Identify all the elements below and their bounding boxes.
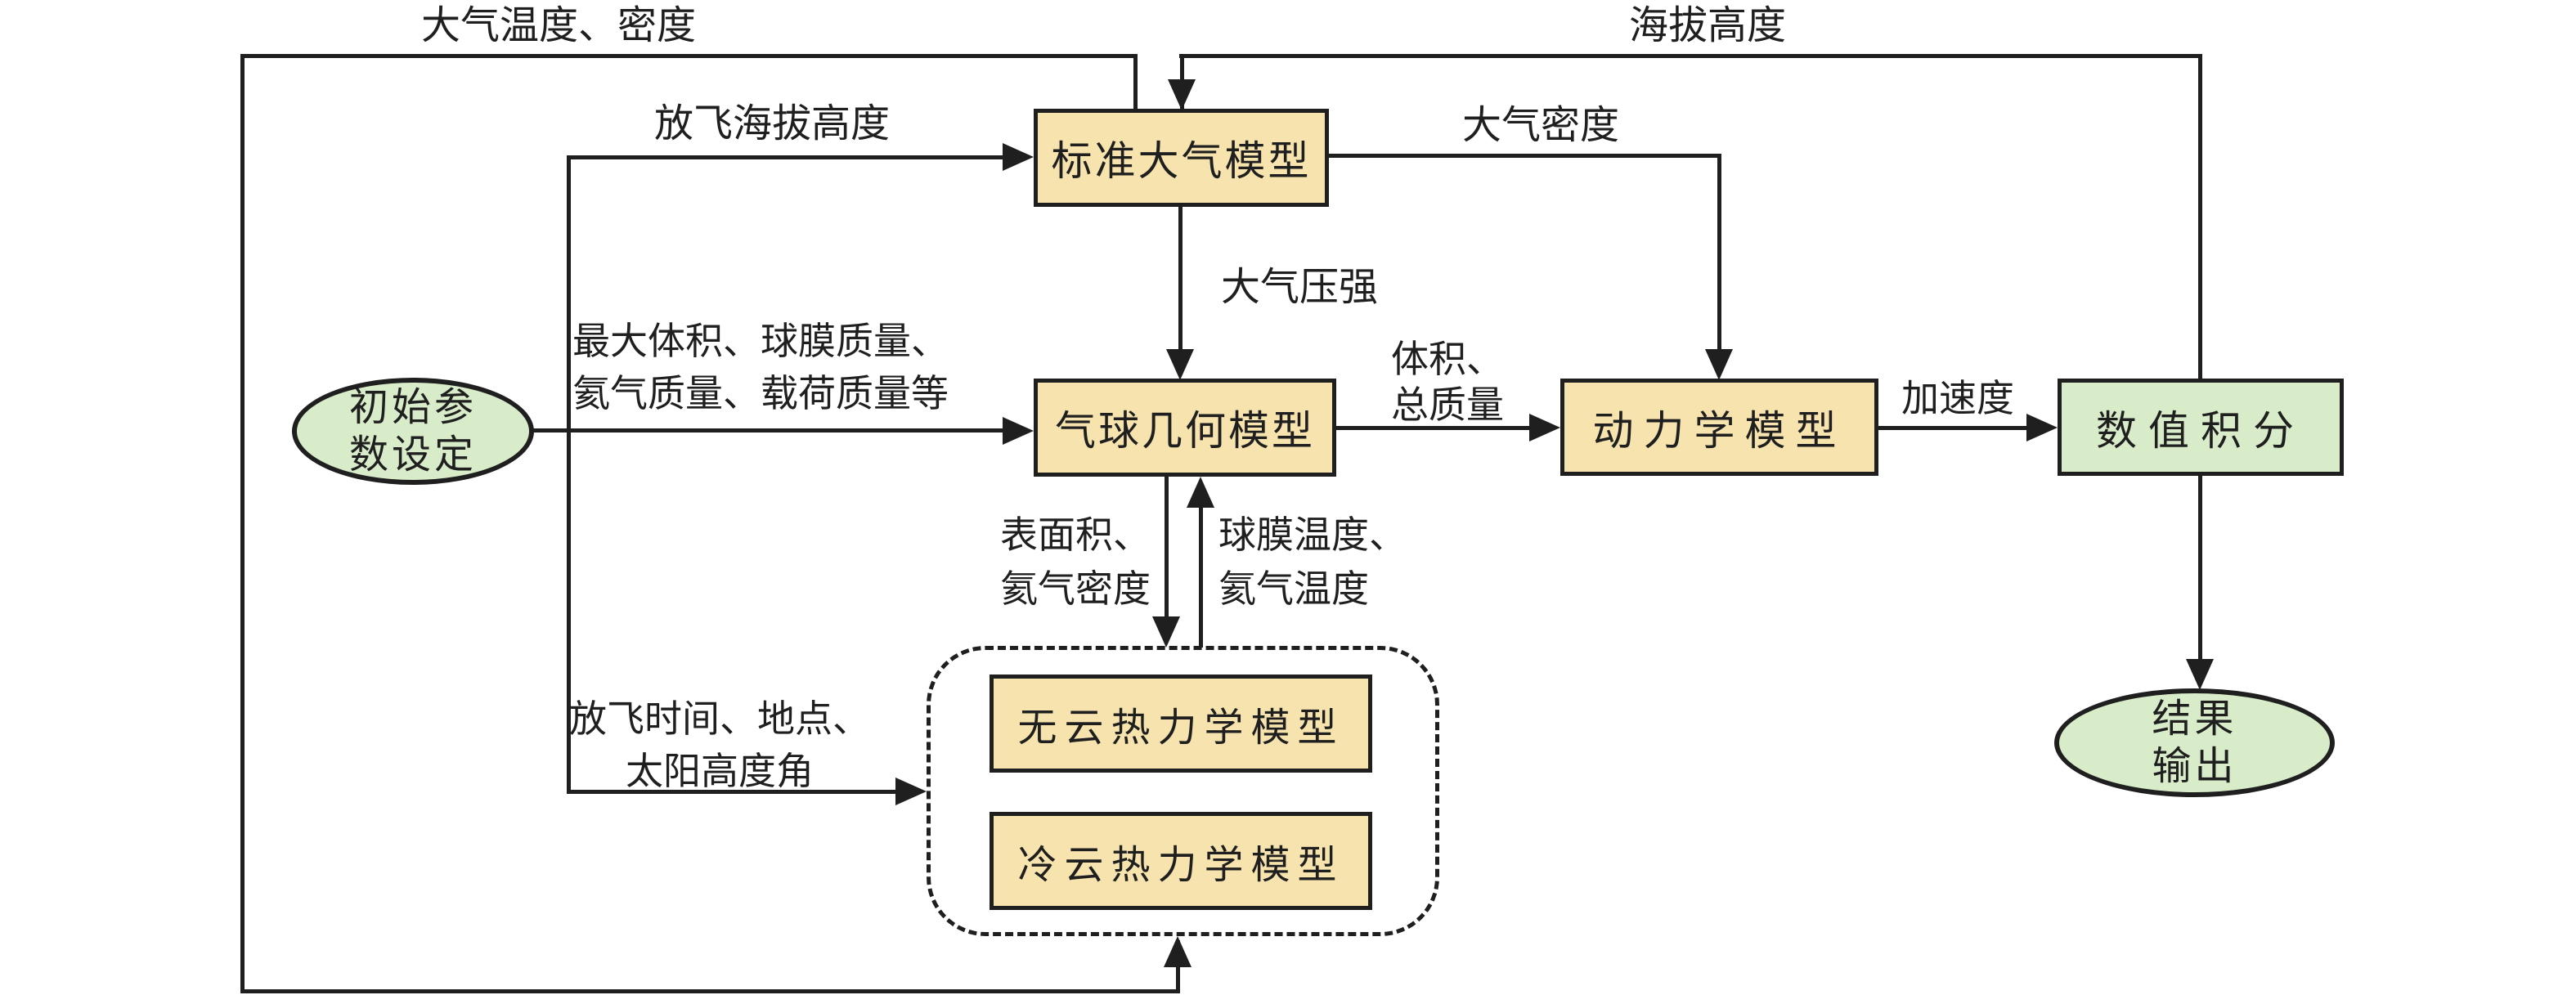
node-standard-atmosphere: 标准大气模型	[1034, 109, 1329, 207]
label-launch-altitude: 放飞海拔高度	[654, 102, 891, 146]
node-balloon-geometry: 气球几何模型	[1034, 379, 1336, 477]
edge-film-temp-up-line	[1199, 503, 1203, 648]
arrowhead-into-integration-left	[2026, 414, 2058, 441]
label-acceleration: 加速度	[1901, 378, 2014, 419]
edge-left-loop-line	[240, 54, 245, 993]
node-result-output-line2: 输出	[2152, 744, 2237, 788]
edge-volume-line	[1336, 426, 1537, 430]
label-film-temp-line1: 球膜温度、	[1218, 514, 1407, 556]
edge-integration-up-line	[2198, 54, 2202, 379]
node-initial-params-line2: 数设定	[348, 433, 477, 477]
node-dynamics: 动力学模型	[1560, 379, 1878, 476]
edge-altitude-top-line	[1179, 54, 2202, 58]
edge-std-atm-output-up-line	[1133, 54, 1138, 111]
edge-launch-altitude-line	[567, 155, 1012, 159]
label-surface-line1: 表面积、	[1000, 514, 1151, 556]
edge-acceleration-line	[1878, 426, 2030, 430]
edge-init-to-geometry-line	[532, 428, 1014, 433]
label-volume-line2: 总质量	[1391, 384, 1504, 426]
label-launch-time-line1: 放飞时间、地点、	[569, 698, 870, 740]
arrowhead-into-std-atm-top	[1168, 79, 1196, 110]
node-result-output: 结果 输出	[2054, 688, 2335, 797]
arrowhead-into-thermo-left	[895, 778, 927, 805]
edge-branch-vertical-line	[567, 155, 571, 793]
label-surface-helium: 表面积、 氦气密度	[936, 509, 1151, 616]
arrowhead-into-dynamics-left	[1529, 414, 1560, 441]
thermo-group-container	[927, 646, 1439, 936]
edge-atm-pressure-line	[1178, 207, 1183, 354]
arrowhead-into-geometry-top	[1166, 349, 1194, 380]
arrowhead-into-thermo-top	[1152, 616, 1180, 648]
arrowhead-into-result	[2186, 659, 2214, 690]
edge-bottom-loop-line	[240, 989, 1180, 993]
arrowhead-into-geometry-left	[1003, 417, 1034, 445]
node-numerical-integration: 数值积分	[2058, 379, 2344, 476]
label-volume-line1: 体积、	[1391, 338, 1504, 380]
label-max-volume-line1: 最大体积、球膜质量、	[572, 320, 949, 362]
node-cloudless-thermo: 无云热力学模型	[990, 675, 1372, 773]
label-atm-pressure: 大气压强	[1221, 266, 1379, 309]
label-atm-temp-density: 大气温度、密度	[421, 4, 697, 47]
label-volume-mass: 体积、 总质量	[1349, 337, 1546, 428]
node-cold-cloud-thermo: 冷云热力学模型	[990, 812, 1372, 910]
edge-surface-down-line	[1165, 477, 1169, 620]
node-initial-params-line1: 初始参	[348, 385, 477, 429]
label-launch-time-line2: 太阳高度角	[626, 751, 814, 792]
arrowhead-into-std-atm-left	[1003, 143, 1034, 171]
arrowhead-into-dynamics-top	[1705, 349, 1733, 380]
edge-integration-down-line	[2198, 476, 2202, 664]
label-film-temp: 球膜温度、 氦气温度	[1218, 509, 1407, 616]
label-film-temp-line2: 氦气温度	[1218, 568, 1369, 610]
edge-atm-density-hline	[1329, 154, 1721, 158]
label-max-volume-line2: 氦气质量、载荷质量等	[572, 373, 949, 415]
label-max-volume: 最大体积、球膜质量、 氦气质量、载荷质量等	[572, 316, 949, 420]
label-atm-density: 大气密度	[1462, 104, 1620, 147]
edge-launch-time-line	[567, 790, 902, 794]
arrowhead-into-thermo-bottom	[1164, 936, 1192, 967]
arrowhead-into-geometry-bottom	[1187, 477, 1214, 508]
edge-atm-density-vline	[1717, 154, 1721, 354]
edge-atm-temp-top-line	[242, 54, 1138, 58]
node-result-output-line1: 结果	[2152, 697, 2237, 741]
node-initial-params: 初始参 数设定	[292, 378, 534, 485]
label-altitude: 海拔高度	[1629, 4, 1787, 47]
label-surface-line2: 氦气密度	[1000, 568, 1151, 610]
label-launch-time: 放飞时间、地点、 太阳高度角	[536, 693, 904, 798]
